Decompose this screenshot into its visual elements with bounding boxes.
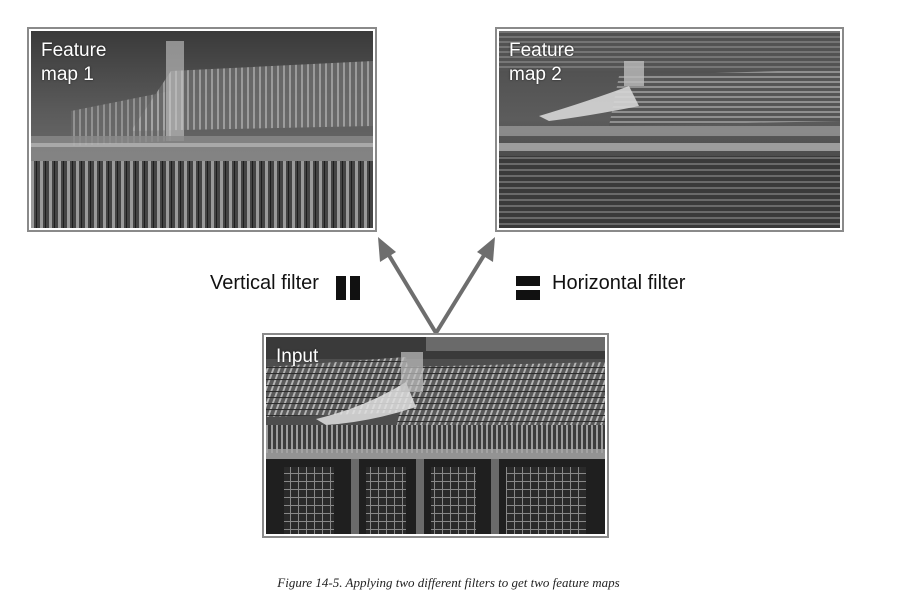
- vertical-filter-icon: [336, 276, 360, 300]
- feature-map-2-label: Feature map 2: [509, 40, 575, 85]
- vertical-filter-label: Vertical filter: [210, 272, 319, 294]
- feature-map-2-panel: Feature map 2: [495, 27, 844, 232]
- input-image: [266, 337, 605, 534]
- feature-map-1-panel: Feature map 1: [27, 27, 377, 232]
- feature-map-1-image: [31, 31, 373, 228]
- horizontal-filter-label: Horizontal filter: [552, 272, 686, 294]
- feature-map-2-image: [499, 31, 840, 228]
- arrow-to-feature-map-2: [434, 237, 495, 335]
- horizontal-filter-icon: [516, 276, 540, 300]
- feature-map-1-label: Feature map 1: [41, 40, 107, 85]
- input-panel: Input: [262, 333, 609, 538]
- input-label: Input: [276, 346, 319, 367]
- figure-caption: Figure 14-5. Applying two different filt…: [277, 575, 620, 590]
- arrow-to-feature-map-1: [378, 237, 438, 335]
